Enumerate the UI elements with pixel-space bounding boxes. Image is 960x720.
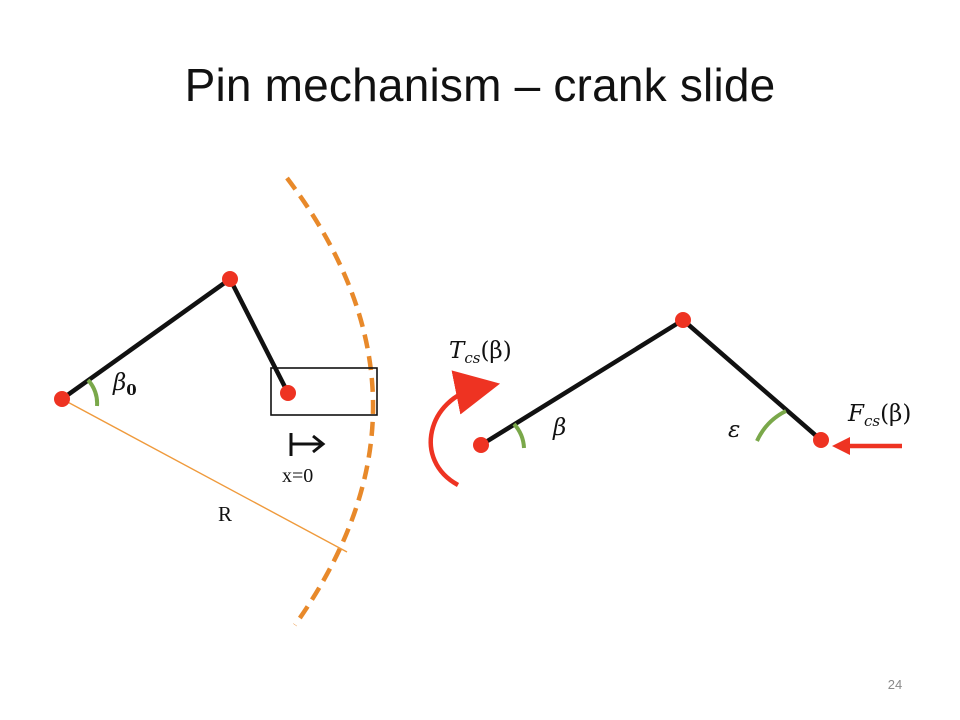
slide-title: Pin mechanism – crank slide (184, 59, 776, 111)
right-slider-pin (813, 432, 829, 448)
left-mechanism: β0 x=0 R (54, 176, 378, 627)
force-label: Fcs(β) (847, 401, 911, 430)
beta-label: β (552, 415, 566, 441)
connecting-rod (227, 276, 291, 396)
dashed-boundary-arc (285, 176, 376, 627)
right-elbow-pin (675, 312, 691, 328)
torque-label: Tcs(β) (449, 338, 512, 367)
ground-pin (54, 391, 70, 407)
right-ground-pin (473, 437, 489, 453)
angle-arc-beta0 (86, 378, 100, 407)
right-connecting-rod (680, 317, 824, 443)
angle-arc-beta (512, 422, 526, 449)
page-number: 24 (887, 677, 903, 692)
crank-link (59, 276, 233, 402)
beta0-label: β0 (112, 370, 137, 399)
slide-origin-arrow-icon (289, 433, 326, 456)
radius-label: R (218, 502, 232, 526)
elbow-pin (222, 271, 238, 287)
slider-pin (280, 385, 296, 401)
radius-line (61, 398, 348, 553)
angle-arc-epsilon (755, 409, 787, 442)
epsilon-label: ε (728, 417, 740, 443)
slide-origin-label: x=0 (282, 465, 313, 487)
right-mechanism: Tcs(β) β ε Fcs(β) (428, 312, 911, 487)
force-arrow-icon (832, 437, 902, 455)
torque-arrow-icon (428, 370, 501, 487)
slider-box (270, 367, 378, 416)
